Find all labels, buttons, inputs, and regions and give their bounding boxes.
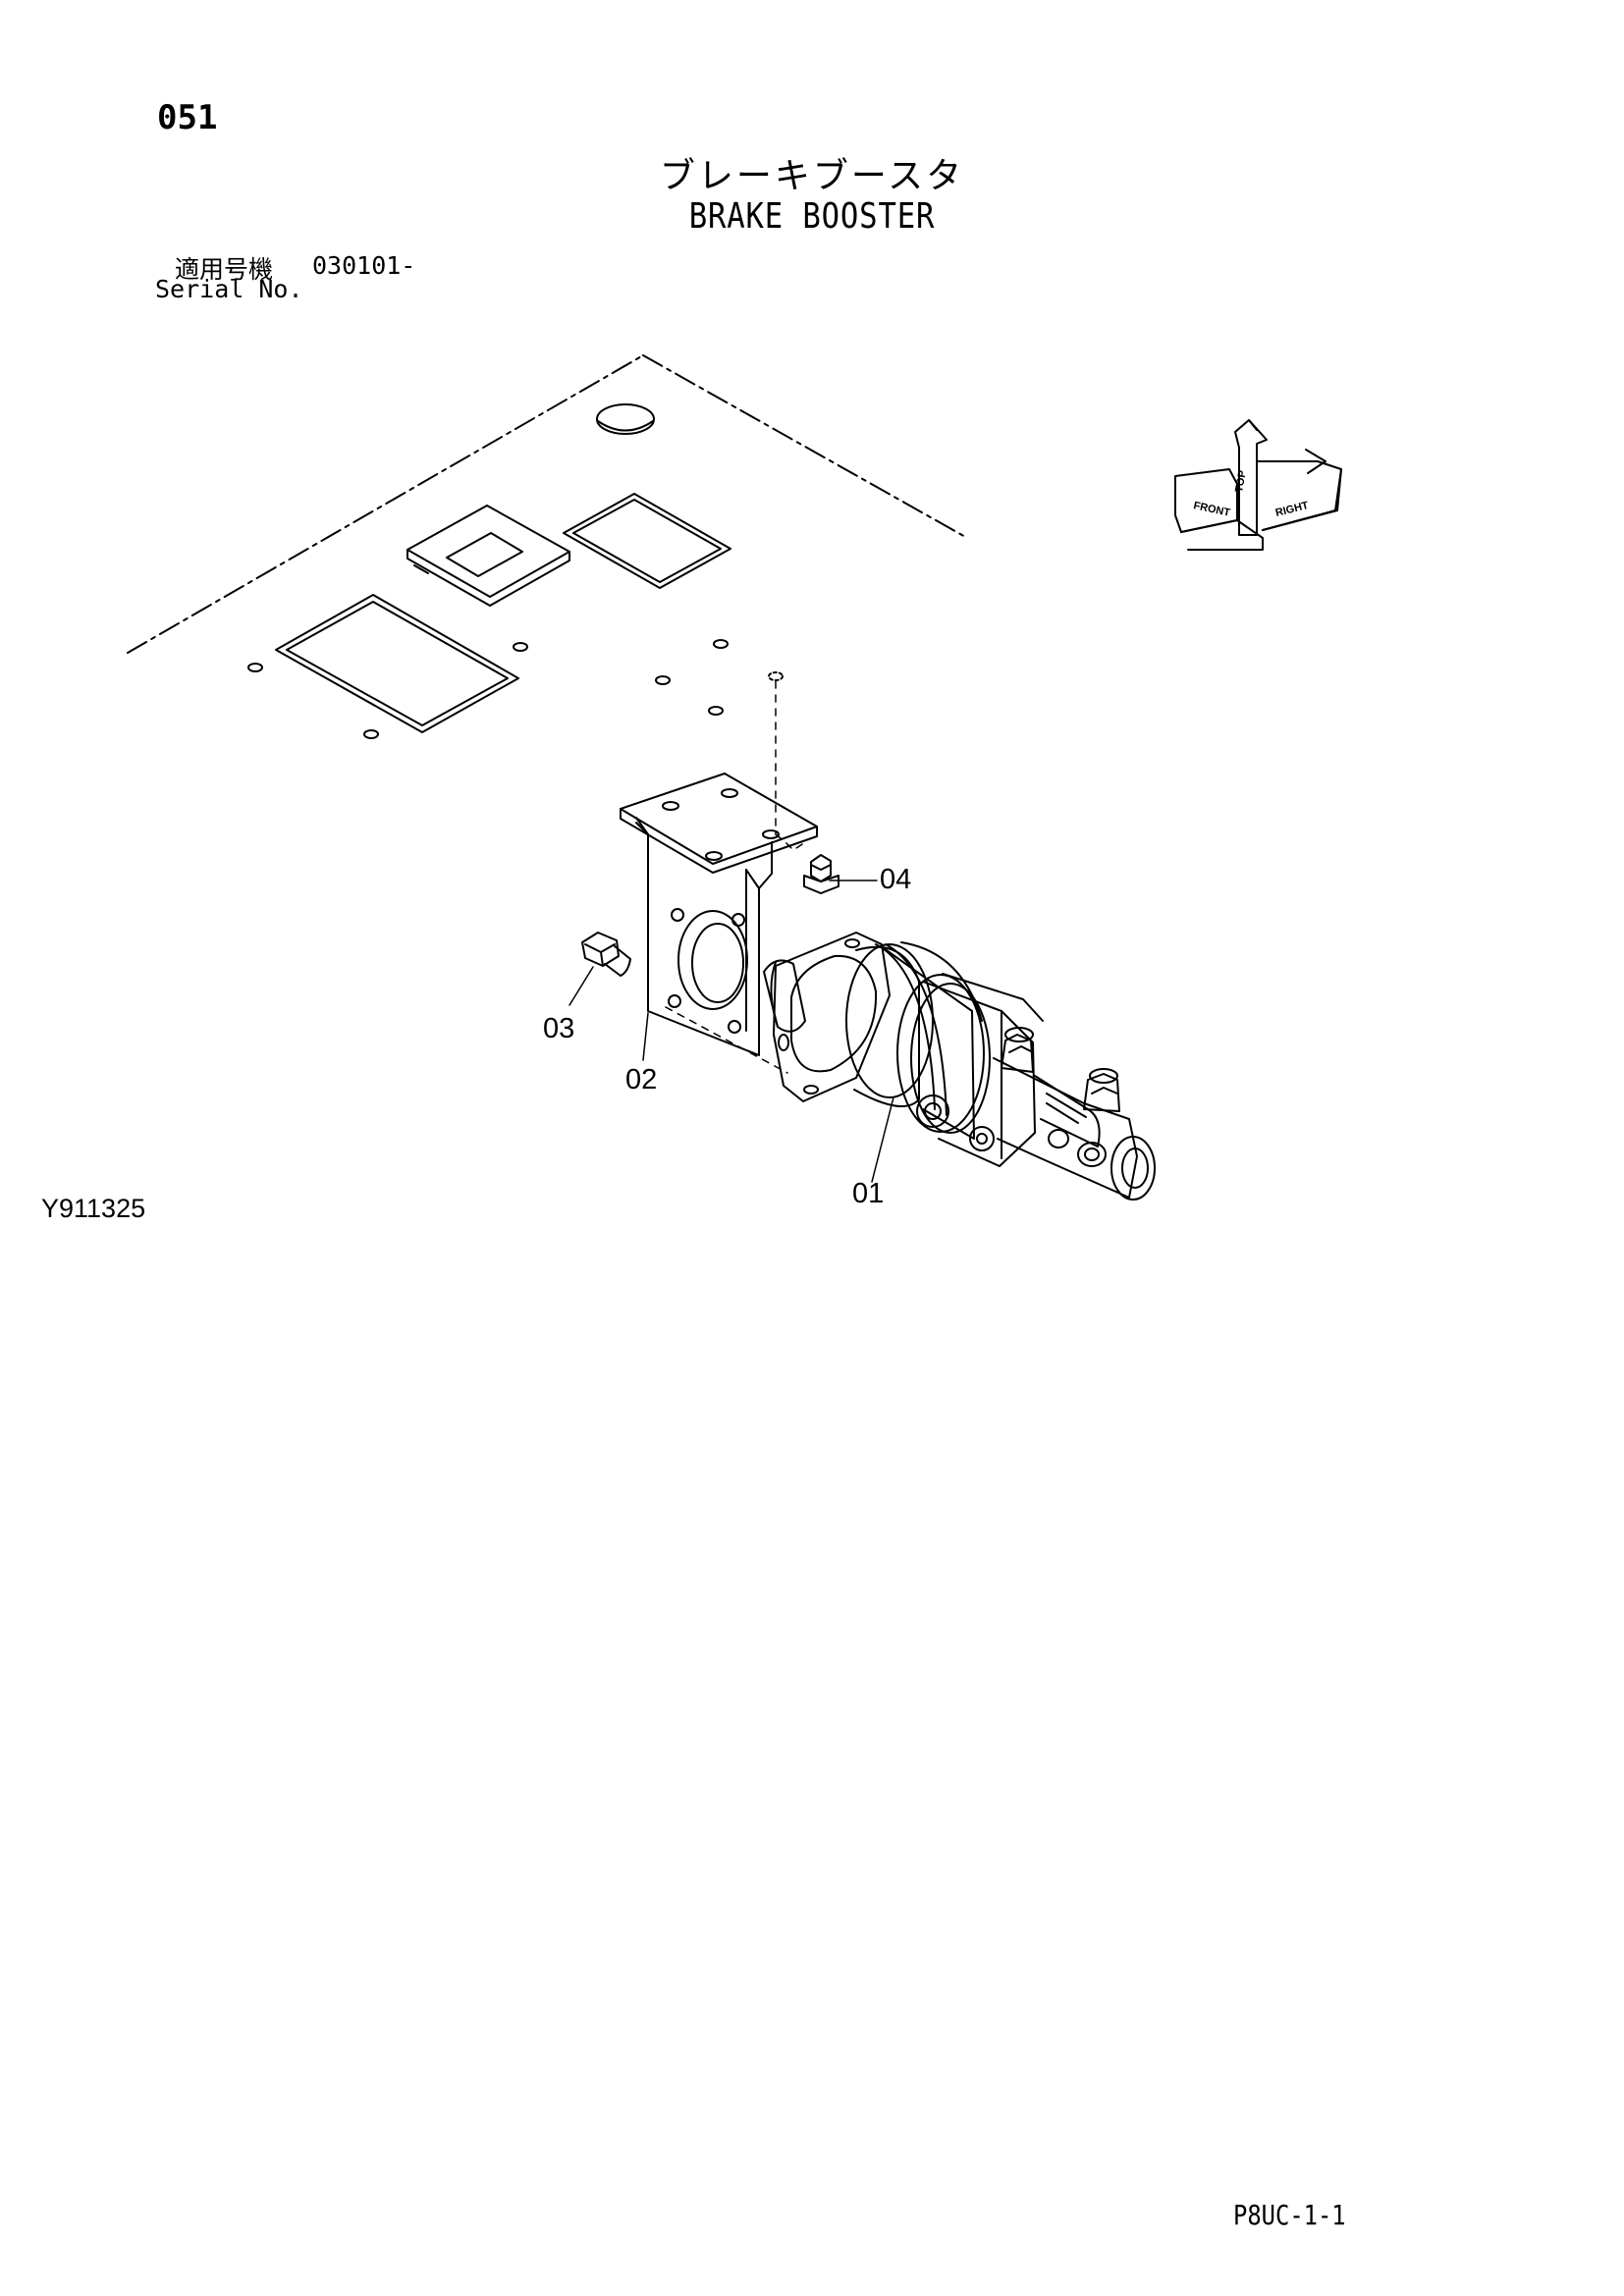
floor-panel <box>127 354 968 654</box>
page-reference: P8UC-1-1 <box>1233 2199 1346 2231</box>
bolt-04 <box>803 854 839 894</box>
orientation-label-top: TOP <box>1233 469 1249 493</box>
page-title-japanese: ブレーキブースタ <box>659 156 965 196</box>
serial-label-english: Serial No. <box>155 275 303 303</box>
panel-cover-plate <box>406 505 570 607</box>
callout-03[interactable]: 03 <box>543 1013 575 1044</box>
leader-lines <box>568 880 894 1183</box>
orientation-label-right: RIGHT <box>1274 500 1310 519</box>
brake-booster-01 <box>763 932 1156 1201</box>
panel-opening-lower <box>275 594 519 733</box>
bracket-02 <box>620 773 818 1056</box>
alignment-line <box>665 680 806 1074</box>
callout-04[interactable]: 04 <box>880 864 912 895</box>
serial-number-value: 030101- <box>312 251 416 280</box>
panel-opening-upper <box>563 493 731 589</box>
serial-label-japanese: 適用号機 <box>175 255 274 284</box>
panel-mounting-holes <box>247 639 784 739</box>
callout-01[interactable]: 01 <box>852 1178 885 1209</box>
page-number: 051 <box>157 98 218 137</box>
figure-code: Y911325 <box>41 1194 146 1223</box>
bolt-03 <box>581 932 631 977</box>
panel-hole <box>596 403 655 435</box>
page-title-english: BRAKE BOOSTER <box>688 196 936 237</box>
callout-02[interactable]: 02 <box>625 1064 658 1095</box>
orientation-icon <box>1174 419 1342 551</box>
orientation-label-front: FRONT <box>1192 500 1231 519</box>
